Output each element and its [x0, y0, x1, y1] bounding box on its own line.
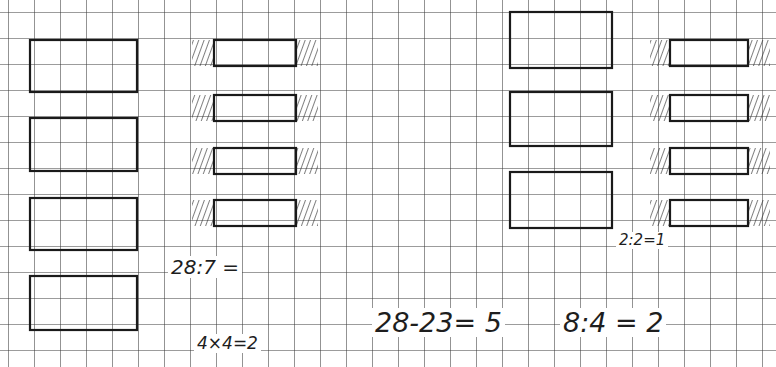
bar-rectangles: [30, 12, 612, 330]
handwritten-note: 28:7 =: [168, 256, 242, 278]
handwritten-note: 28-23= 5: [372, 308, 505, 337]
hatched-rectangles: [192, 40, 770, 226]
handwritten-note: 2:2=1: [616, 232, 668, 249]
handwritten-note: 8:4 = 2: [560, 308, 666, 337]
handwritten-note: 4×4=2: [194, 334, 261, 353]
